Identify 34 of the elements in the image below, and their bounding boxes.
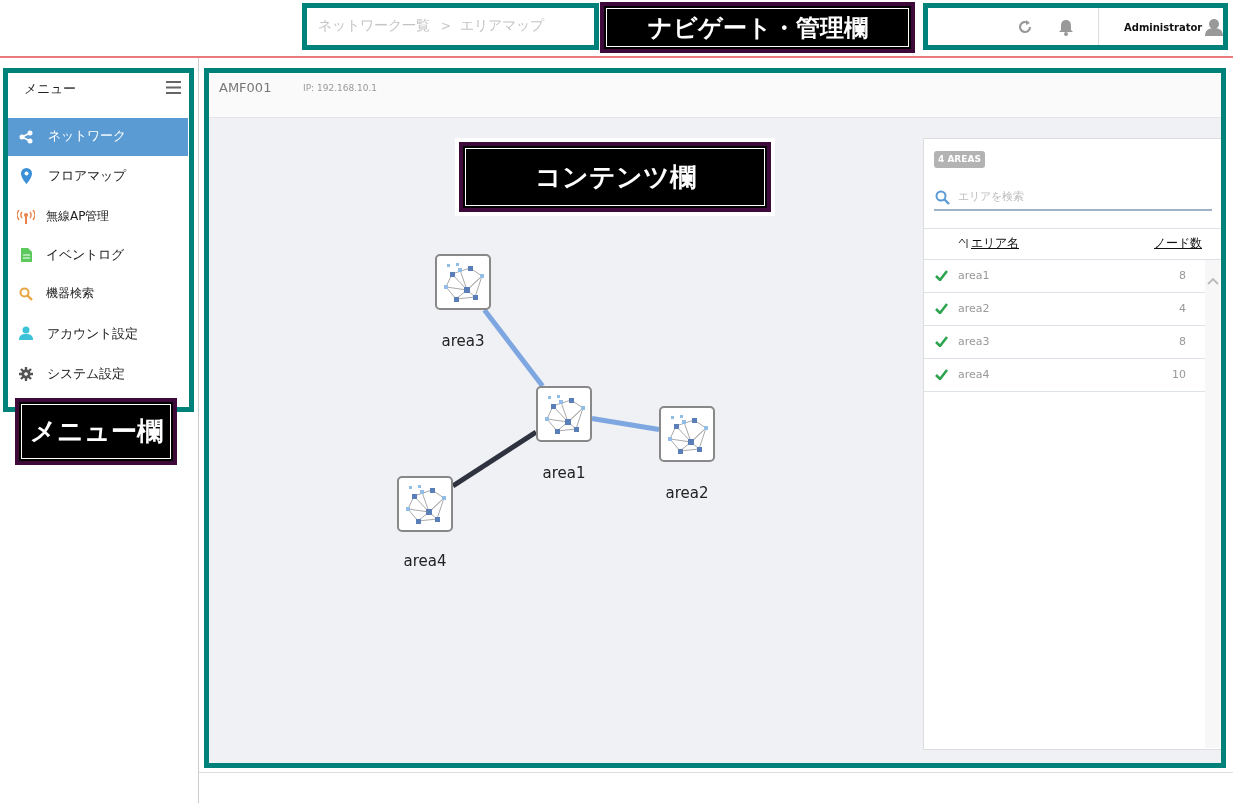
table-cell: 4 [1179,302,1186,316]
count-badge: 4 AREAS [934,151,985,168]
user-name: Administrator [1124,22,1203,34]
menu-item: 機器検索 [46,286,94,301]
menu-item: アカウント設定 [47,326,138,342]
area-label: area1 [542,464,586,482]
column-header: ノード数 [1154,236,1202,251]
callout-label: コンテンツ欄 [459,142,771,212]
area-label: area4 [403,552,447,570]
menu-heading: メニュー [24,81,76,97]
link-line [591,416,660,432]
table-cell: 8 [1179,335,1186,349]
table-cell: 8 [1179,269,1186,283]
table-cell: 10 [1172,368,1186,382]
device-name: AMF001 [219,80,272,96]
menu-item: イベントログ [46,247,124,263]
table-cell: area1 [958,269,990,283]
menu-item: システム設定 [47,366,125,382]
link-line [451,430,538,488]
ip-address: IP: 192.168.10.1 [303,83,378,94]
area-label: area2 [665,484,709,502]
callout-label: ナビゲート・管理欄 [600,2,915,53]
menu-item: ネットワーク [48,128,126,144]
link-line [482,308,545,388]
menu-item: 無線AP管理 [46,209,110,224]
search-field: エリアを検索 [934,186,1212,212]
area-label: area3 [441,332,485,350]
breadcrumb-separator: > [441,19,452,34]
menu-item: フロアマップ [48,168,126,184]
table-cell: area3 [958,335,990,349]
column-header: エリア名 [971,236,1019,251]
table-cell: area2 [958,302,990,316]
table-cell: area4 [958,368,990,382]
callout-label: メニュー欄 [15,398,177,465]
